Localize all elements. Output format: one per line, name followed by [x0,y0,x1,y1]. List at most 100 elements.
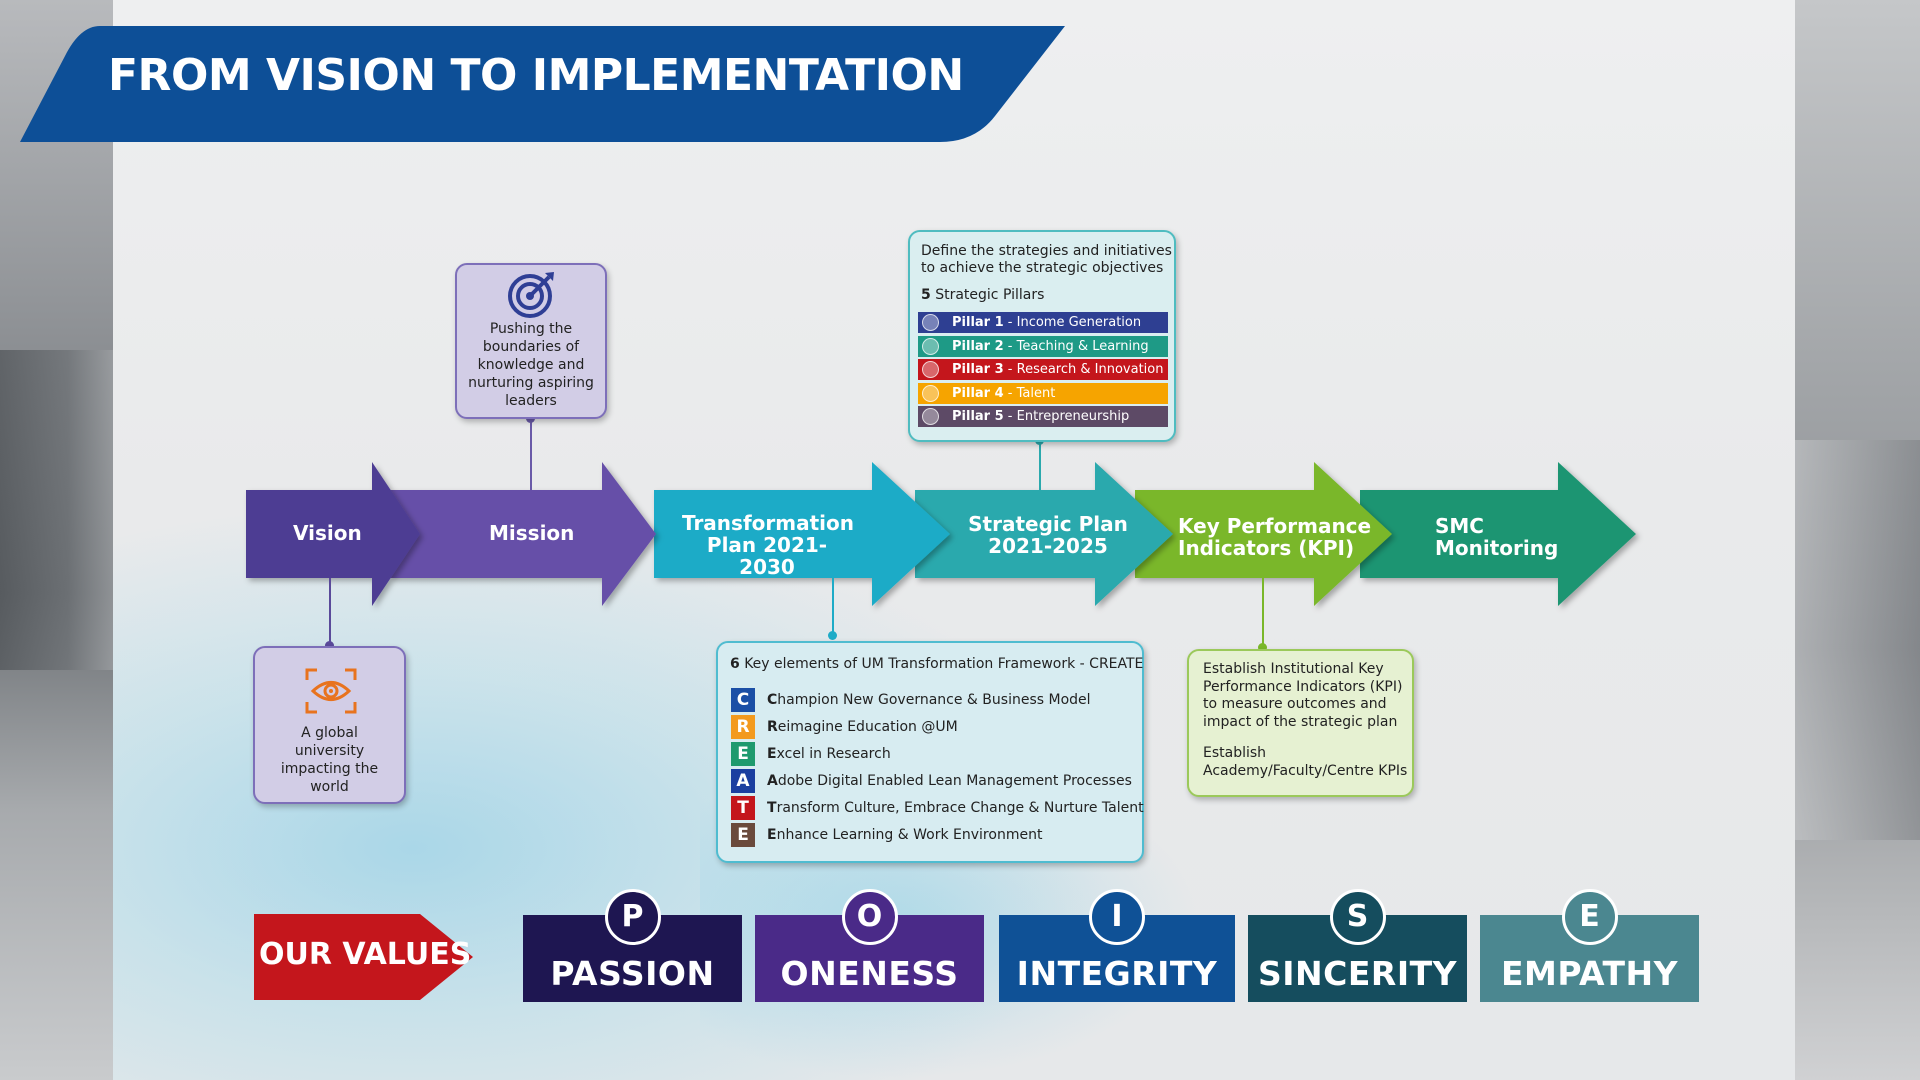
mission-box-text: Pushing the boundaries of knowledge and … [457,320,605,410]
value-box-passion: PASSION [523,915,742,1002]
page-title: FROM VISION TO IMPLEMENTATION [108,50,964,101]
create-letter-badge: A [731,769,755,793]
pillar-row: Pillar 4 - Talent [918,382,1168,404]
kpi-label: Key Performance Indicators (KPI) [1178,515,1371,559]
value-letter-circle: O [841,889,898,945]
strategic-box-line1: Define the strategies and initiatives [921,243,1172,259]
create-item-initial: E [767,827,777,843]
kpi-label-line2: Indicators (KPI) [1178,536,1355,560]
pillar-name: Pillar 4 [952,385,1004,401]
create-letter-badge: R [731,715,755,739]
create-item-initial: C [767,692,778,708]
kpi-box-line1: Establish Institutional Key [1203,661,1384,677]
kpi-label-line1: Key Performance [1178,514,1372,538]
mission-box-line4: nurturing aspiring [468,375,594,391]
background-photo-right [1795,0,1920,1080]
pillar-name: Pillar 5 [952,409,1004,424]
pillar-icon [922,408,939,425]
create-item-initial: R [767,719,778,735]
mission-arrow [390,462,656,606]
vision-box-line3: impacting the [280,761,379,777]
pillar-row: Pillar 2 - Teaching & Learning [918,335,1168,357]
vision-box-line4: world [310,779,349,795]
create-heading-number: 6 [730,656,740,672]
create-letter-badge: E [731,742,755,766]
create-item-text: Adobe Digital Enabled Lean Management Pr… [767,769,1132,793]
kpi-connector [1262,578,1264,648]
create-letter-badge: C [731,688,755,712]
create-letter-badge: T [731,796,755,820]
smc-arrow [1360,462,1636,606]
pillar-row: Pillar 5 - Entrepreneurship [918,406,1168,427]
create-item-initial: A [767,773,778,789]
vision-connector-dot [325,641,334,650]
kpi-box-line2: Performance Indicators (KPI) [1203,678,1403,695]
pillar-desc: - Entrepreneurship [1007,409,1130,424]
value-letter-circle: S [1329,889,1386,945]
create-item-rest: dobe Digital Enabled Lean Management Pro… [777,773,1132,789]
vision-arrow [246,462,420,606]
create-item-initial: T [767,800,777,816]
target-icon [508,272,554,318]
kpi-box-line4: impact of the strategic plan [1203,713,1398,730]
pillar-row: Pillar 1 - Income Generation [918,312,1168,333]
create-item-text: Transform Culture, Embrace Change & Nurt… [767,796,1144,820]
create-item-rest: hampion New Governance & Business Model [777,692,1091,708]
strategic-label-line1: Strategic Plan [968,512,1128,536]
strategic-label-line2: 2021-2025 [988,534,1108,558]
kpi-box-line6: Academy/Faculty/Centre KPIs [1203,762,1408,779]
strategic-arrow [915,462,1173,606]
create-item-text: Champion New Governance & Business Model [767,688,1091,712]
mission-box-line2: boundaries of [482,339,580,355]
create-item-rest: ransform Culture, Embrace Change & Nurtu… [776,800,1144,816]
kpi-box-line5: Establish [1203,745,1267,761]
pillar-name: Pillar 3 [952,362,1004,377]
create-item-text: Reimagine Education @UM [767,715,958,739]
vision-box-line1: A global [301,725,358,741]
create-item-initial: E [767,746,777,762]
pillar-icon [922,361,939,378]
create-heading-text: Key elements of UM Transformation Framew… [744,656,1144,672]
value-letter-circle: I [1089,889,1145,945]
smc-label-line1: SMC [1435,514,1484,538]
transformation-arrow [654,462,950,606]
transformation-connector-dot [828,631,837,640]
vision-box-text: A global university impacting the world [255,724,404,796]
create-item-text: Enhance Learning & Work Environment [767,823,1042,847]
mission-box-line1: Pushing the [489,321,573,337]
create-item-rest: eimagine Education @UM [777,719,958,735]
kpi-connector-dot [1258,643,1267,652]
create-box: 6 Key elements of UM Transformation Fram… [716,641,1144,863]
value-letter-circle: E [1561,889,1618,945]
kpi-arrow [1135,462,1392,606]
pillar-desc: - Research & Innovation [1007,362,1164,377]
transformation-label: Transformation Plan 2021-2030 [682,512,854,578]
kpi-box: Establish Institutional Key Performance … [1187,649,1414,797]
strategic-box-line2: to achieve the strategic objectives [921,260,1164,276]
mission-box-line3: knowledge and [477,357,585,373]
smc-label-line2: Monitoring [1435,536,1559,560]
mission-box-line5: leaders [505,393,557,409]
vision-box: A global university impacting the world [253,646,406,804]
title-banner [20,26,1065,142]
pillar-icon [922,314,939,331]
kpi-box-spacer [1203,731,1407,745]
mission-box: Pushing the boundaries of knowledge and … [455,263,607,419]
transformation-connector [832,578,834,636]
strategic-pillars-heading: 5 Strategic Pillars [921,287,1044,303]
strategic-label: Strategic Plan 2021-2025 [968,513,1128,557]
create-heading: 6 Key elements of UM Transformation Fram… [730,656,1143,672]
kpi-box-line3: to measure outcomes and [1203,696,1387,712]
strategic-pillars-count: 5 [921,287,931,303]
vision-label: Vision [293,521,362,545]
pillar-icon [922,337,939,355]
pillar-name: Pillar 1 [952,315,1004,330]
pillar-desc: - Teaching & Learning [1007,338,1149,354]
background-photo-left [0,0,113,1080]
pillar-icon [922,384,939,402]
create-letter-badge: E [731,823,755,847]
values-label: OUR VALUES [259,937,472,972]
create-item-text: Excel in Research [767,742,891,766]
vision-connector [329,578,331,646]
smc-label: SMC Monitoring [1435,515,1558,559]
